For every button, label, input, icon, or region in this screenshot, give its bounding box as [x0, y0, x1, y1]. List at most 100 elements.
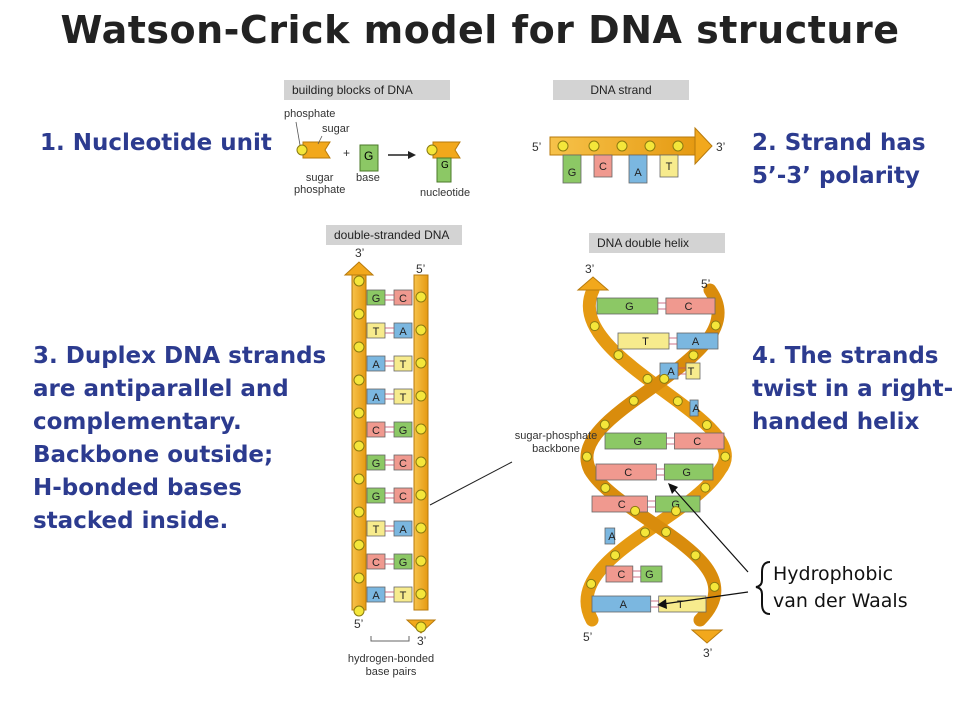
ladder-base-left — [366, 355, 386, 372]
phosphate-circle — [670, 506, 681, 517]
ladder-bottom-right: 3’ — [417, 634, 427, 648]
sugar-phosphate-line: phosphate — [294, 184, 346, 196]
ladder-base-right — [393, 487, 413, 504]
point-3-line: H-bonded bases — [33, 475, 242, 501]
helix-base-letter: C — [618, 499, 626, 511]
base-label: base — [356, 172, 380, 184]
ladder-base-right — [393, 388, 413, 405]
strand-3prime: 3’ — [716, 140, 726, 154]
phosphate-circle — [415, 522, 427, 534]
helix-base-left — [596, 297, 659, 315]
ladder-base-left — [366, 322, 386, 339]
hydrophobic-label: Hydrophobic — [773, 563, 894, 585]
ladder-base-right — [393, 586, 413, 603]
ladder-base-letter: T — [400, 590, 407, 602]
phosphate-circle — [415, 555, 427, 567]
ladder-base-letter: G — [399, 425, 408, 437]
page-title: Watson-Crick model for DNA structure — [60, 8, 900, 52]
phosphate-circle — [353, 440, 365, 452]
ladder-base-letter: A — [399, 524, 407, 536]
ladder-base-right — [393, 520, 413, 537]
base-letter: G — [364, 149, 374, 163]
point-3-label: 3. Duplex DNA strands are antiparallel a… — [33, 340, 326, 538]
helix-top-left: 3’ — [585, 262, 595, 276]
ladder-base-letter: C — [399, 458, 407, 470]
helix-base-letter: A — [692, 336, 700, 348]
helix-bottom-left: 5’ — [583, 630, 593, 644]
phosphate-circle — [353, 308, 365, 320]
ladder-base-right — [393, 322, 413, 339]
helix-arrow-up — [576, 276, 610, 291]
helix-base-left — [604, 527, 616, 545]
phosphate-circle — [600, 482, 611, 493]
phosphate-circle — [642, 373, 653, 384]
phosphate-circle — [588, 140, 600, 152]
vdw-label: van der Waals — [773, 590, 908, 612]
strand-base-letter: C — [599, 161, 607, 173]
ladder-base-left — [366, 520, 386, 537]
ladder-top-left: 3’ — [355, 246, 365, 260]
double-stranded-header: double-stranded DNA — [326, 225, 462, 245]
ladder-base-right — [393, 553, 413, 570]
nucleotide-base — [436, 157, 452, 183]
phosphate-circle — [630, 505, 641, 516]
helix-base-right — [640, 565, 663, 583]
ladder-base-right — [393, 355, 413, 372]
phosphate-circle — [644, 140, 656, 152]
phosphate-circle — [415, 489, 427, 501]
sugar-label: sugar — [322, 123, 350, 135]
point-3-line: are antiparallel and — [33, 376, 289, 402]
hydrogen-bonded-caption: hydrogen-bonded base pairs — [336, 653, 446, 679]
phosphate-circle — [415, 621, 427, 633]
backbone-label: sugar-phosphate backbone — [500, 430, 612, 456]
helix-base-letter: C — [693, 436, 701, 448]
ladder-base-letter: C — [372, 425, 380, 437]
point-3-line: 3. Duplex DNA strands — [33, 343, 327, 369]
phosphate-circle — [353, 275, 365, 287]
double-helix-header: DNA double helix — [589, 233, 725, 253]
helix-base-left — [595, 463, 657, 481]
ladder-base-letter: A — [399, 326, 407, 338]
point-4-line: handed helix — [752, 409, 920, 435]
nucleotide-base-letter: G — [441, 160, 449, 171]
helix-base-left — [604, 432, 667, 450]
ladder-base-letter: C — [399, 293, 407, 305]
strand-base-letter: G — [568, 167, 577, 179]
ladder-base-left — [366, 454, 386, 471]
helix-base-letter: G — [645, 569, 654, 581]
ladder-base-letter: G — [372, 458, 381, 470]
backbone-pointer — [429, 461, 513, 506]
strand-base — [628, 154, 648, 184]
helix-base-letter: A — [692, 403, 700, 415]
ladder-base-left — [366, 388, 386, 405]
phosphate-circle — [690, 550, 701, 561]
ladder-base-left — [366, 289, 386, 306]
helix-base-right — [663, 463, 714, 481]
helix-strand-a — [580, 283, 732, 627]
phosphate-circle — [296, 144, 308, 156]
phosphate-circle — [415, 390, 427, 402]
phosphate-circle — [616, 140, 628, 152]
helix-base-right — [674, 432, 725, 450]
point-3-line: Backbone outside; — [33, 442, 274, 468]
building-blocks-figure — [295, 121, 461, 183]
helix-base-left — [689, 399, 699, 417]
phosphate-circle — [589, 321, 600, 332]
strand-arrowhead — [694, 126, 713, 166]
strand-base — [659, 154, 679, 178]
sugar-phosphate-label: sugar phosphate — [294, 172, 345, 196]
sugar-phosphate-line: sugar — [305, 172, 334, 184]
hydrophobic-arrow — [671, 486, 749, 573]
ladder-base-letter: A — [372, 590, 380, 602]
helix-bottom-right: 3’ — [703, 646, 713, 660]
vdw-arrow — [662, 591, 749, 605]
point-1-label: 1. Nucleotide unit — [40, 130, 272, 156]
interaction-annotation: Hydrophobic van der Waals — [773, 561, 908, 615]
strand-base-letter: A — [634, 167, 642, 179]
point-2-line1: 2. Strand has — [752, 130, 926, 156]
phosphate-circle — [628, 395, 639, 406]
ladder-base-left — [366, 586, 386, 603]
